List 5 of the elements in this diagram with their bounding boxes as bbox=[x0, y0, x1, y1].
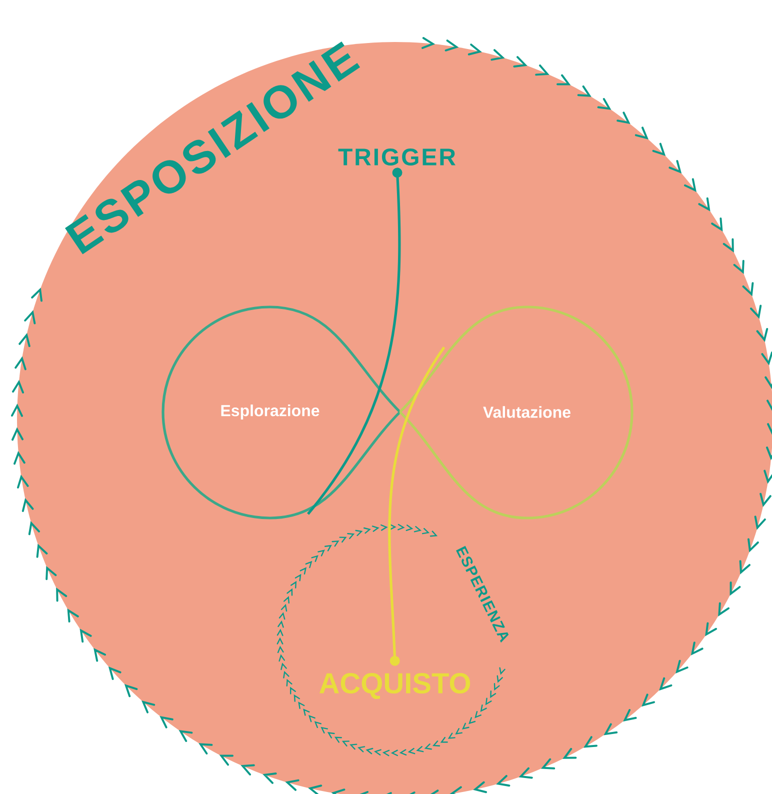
connector-line bbox=[306, 168, 402, 515]
purchase-label: ACQUISTO bbox=[319, 673, 470, 699]
loop-lobe: Esplorazione bbox=[162, 306, 402, 520]
connector-line bbox=[388, 346, 446, 666]
loop-lobe: Valutazione bbox=[398, 306, 634, 520]
